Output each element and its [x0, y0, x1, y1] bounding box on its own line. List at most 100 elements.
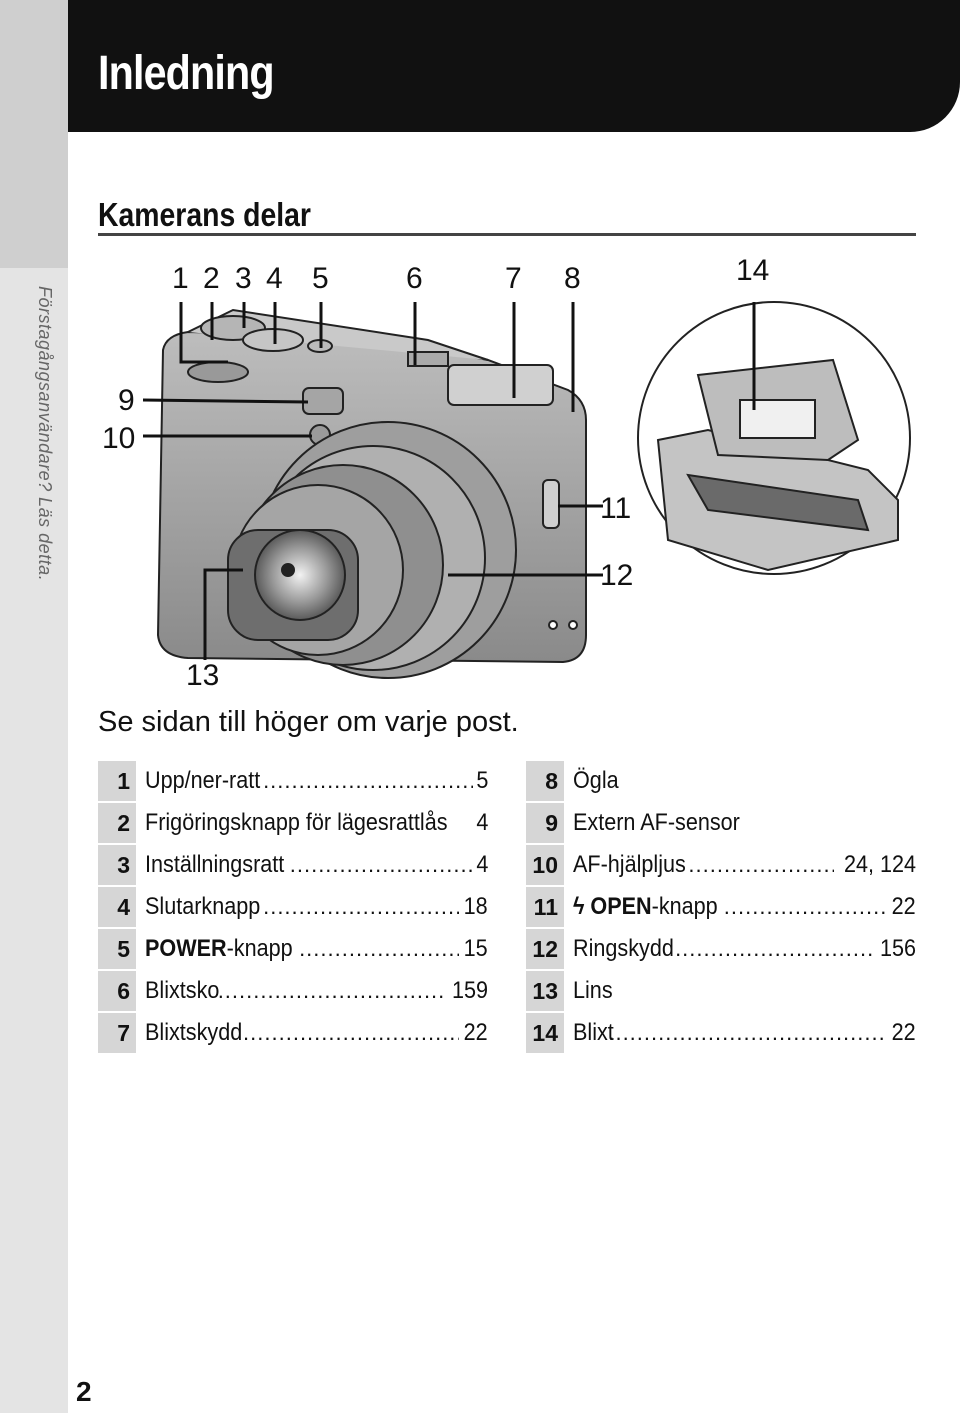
part-label-text: Lins — [573, 977, 613, 1004]
leader-dots: ........................................… — [299, 936, 459, 961]
part-label: Extern AF-sensor — [573, 809, 740, 837]
part-number: 3 — [98, 845, 136, 885]
callout-10: 10 — [102, 422, 135, 455]
part-number: 5 — [98, 929, 136, 969]
part-label-bold: ϟ OPEN — [573, 893, 652, 920]
part-row: 11 ϟ OPEN-knapp..........................… — [526, 886, 916, 928]
part-number: 10 — [526, 845, 564, 885]
callout-14: 14 — [736, 254, 769, 287]
leader-dots: ........................................… — [471, 810, 472, 836]
part-label: ϟ OPEN-knapp — [573, 893, 718, 921]
part-label-text: Blixtskydd — [145, 1019, 243, 1046]
part-page-ref: 22 — [891, 893, 916, 920]
callout-11: 11 — [600, 492, 631, 525]
part-row: 4 Slutarknapp............................… — [98, 886, 488, 928]
callout-9: 9 — [118, 384, 135, 417]
part-number: 1 — [98, 761, 136, 801]
callout-4: 4 — [266, 262, 283, 295]
part-number: 13 — [526, 971, 564, 1011]
part-row: 1 Upp/ner-ratt...........................… — [98, 760, 488, 802]
part-number: 8 — [526, 761, 564, 801]
leader-dots: ........................................… — [608, 1020, 888, 1045]
part-label-text: -knapp — [651, 893, 718, 920]
part-label: POWER-knapp — [145, 935, 293, 963]
part-label-text: AF-hjälpljus — [573, 851, 686, 878]
side-chapter-tab: Förstagångsanvändare? Läs detta. — [35, 286, 55, 582]
part-page-ref: 22 — [891, 1019, 916, 1046]
part-page-ref: 159 — [451, 977, 488, 1004]
camera-body-illustration — [156, 308, 587, 679]
part-label-text: Ögla — [573, 767, 619, 794]
callout-6: 6 — [406, 262, 423, 295]
part-row: 12 Ringskydd.............................… — [526, 928, 916, 970]
part-page-ref: 15 — [463, 935, 488, 962]
part-label-text: Extern AF-sensor — [573, 809, 740, 836]
part-page-ref: 5 — [475, 767, 488, 794]
part-label: Inställningsratt — [145, 851, 284, 879]
intro-text: Se sidan till höger om varje post. — [98, 706, 519, 738]
part-label: Blixtsko — [145, 977, 219, 1005]
callout-1: 1 — [172, 262, 189, 295]
part-row: 7 Blixtskydd.............................… — [98, 1012, 488, 1054]
part-page-ref: 4 — [475, 851, 488, 878]
part-label: AF-hjälpljus — [573, 851, 686, 879]
part-number: 9 — [526, 803, 564, 843]
left-margin-top-block — [0, 0, 68, 268]
part-number: 7 — [98, 1013, 136, 1053]
header-band — [68, 0, 960, 132]
part-label-text: -knapp — [226, 935, 293, 962]
callout-12: 12 — [600, 559, 633, 592]
part-page-ref: 24, 124 — [843, 851, 916, 878]
part-number: 11 — [526, 887, 564, 927]
part-row: 9 Extern AF-sensor — [526, 802, 916, 844]
leader-lines — [142, 302, 756, 660]
leader-dots: ........................................… — [263, 768, 473, 793]
leader-dots: ........................................… — [289, 852, 473, 877]
part-row: 13 Lins — [526, 970, 916, 1012]
callout-7: 7 — [505, 262, 522, 295]
part-label: Lins — [573, 977, 613, 1005]
part-label: Ögla — [573, 767, 619, 795]
callout-5: 5 — [312, 262, 329, 295]
parts-list-left: 1 Upp/ner-ratt...........................… — [98, 760, 488, 1054]
chapter-title: Inledning — [98, 47, 275, 100]
part-number: 12 — [526, 929, 564, 969]
section-rule — [98, 233, 916, 236]
part-row: 3 Inställningsratt.......................… — [98, 844, 488, 886]
part-row: 5 POWER-knapp............................… — [98, 928, 488, 970]
leader-dots: ........................................… — [675, 936, 874, 961]
leader-dots: ........................................… — [243, 1020, 459, 1045]
part-row: 14 Blixt.................................… — [526, 1012, 916, 1054]
part-page-ref: 156 — [879, 935, 916, 962]
page-number: 2 — [76, 1376, 92, 1407]
part-label: Ringskydd — [573, 935, 674, 963]
callout-3: 3 — [235, 262, 252, 295]
part-number: 4 — [98, 887, 136, 927]
part-row: 2 Frigöringsknapp för lägesrattlås.......… — [98, 802, 488, 844]
part-label-text: Blixtsko — [145, 977, 220, 1004]
part-page-ref: 18 — [463, 893, 488, 920]
leader-dots: ........................................… — [263, 894, 459, 919]
leader-dots: ........................................… — [723, 894, 888, 919]
flash-inset-illustration — [637, 301, 911, 575]
part-page-ref: 4 — [475, 809, 488, 836]
part-row: 10 AF-hjälpljus..........................… — [526, 844, 916, 886]
part-row: 8 Ögla — [526, 760, 916, 802]
part-label: Upp/ner-ratt — [145, 767, 260, 795]
part-number: 2 — [98, 803, 136, 843]
leader-dots: ........................................… — [688, 852, 834, 877]
callout-13: 13 — [186, 659, 219, 692]
callout-8: 8 — [564, 262, 581, 295]
part-label-text: Frigöringsknapp för lägesrattlås — [145, 809, 448, 836]
part-label: Slutarknapp — [145, 893, 260, 921]
part-label: Blixtskydd — [145, 1019, 242, 1047]
camera-figure: 1 2 3 4 5 6 7 8 14 9 10 11 12 13 — [102, 254, 911, 692]
part-page-ref: 22 — [463, 1019, 488, 1046]
part-number: 14 — [526, 1013, 564, 1053]
part-label-text: Blixt — [573, 1019, 614, 1046]
part-label-text: Inställningsratt — [145, 851, 285, 878]
part-label-text: Slutarknapp — [145, 893, 261, 920]
part-label-text: Ringskydd — [573, 935, 674, 962]
part-label: Blixt — [573, 1019, 614, 1047]
